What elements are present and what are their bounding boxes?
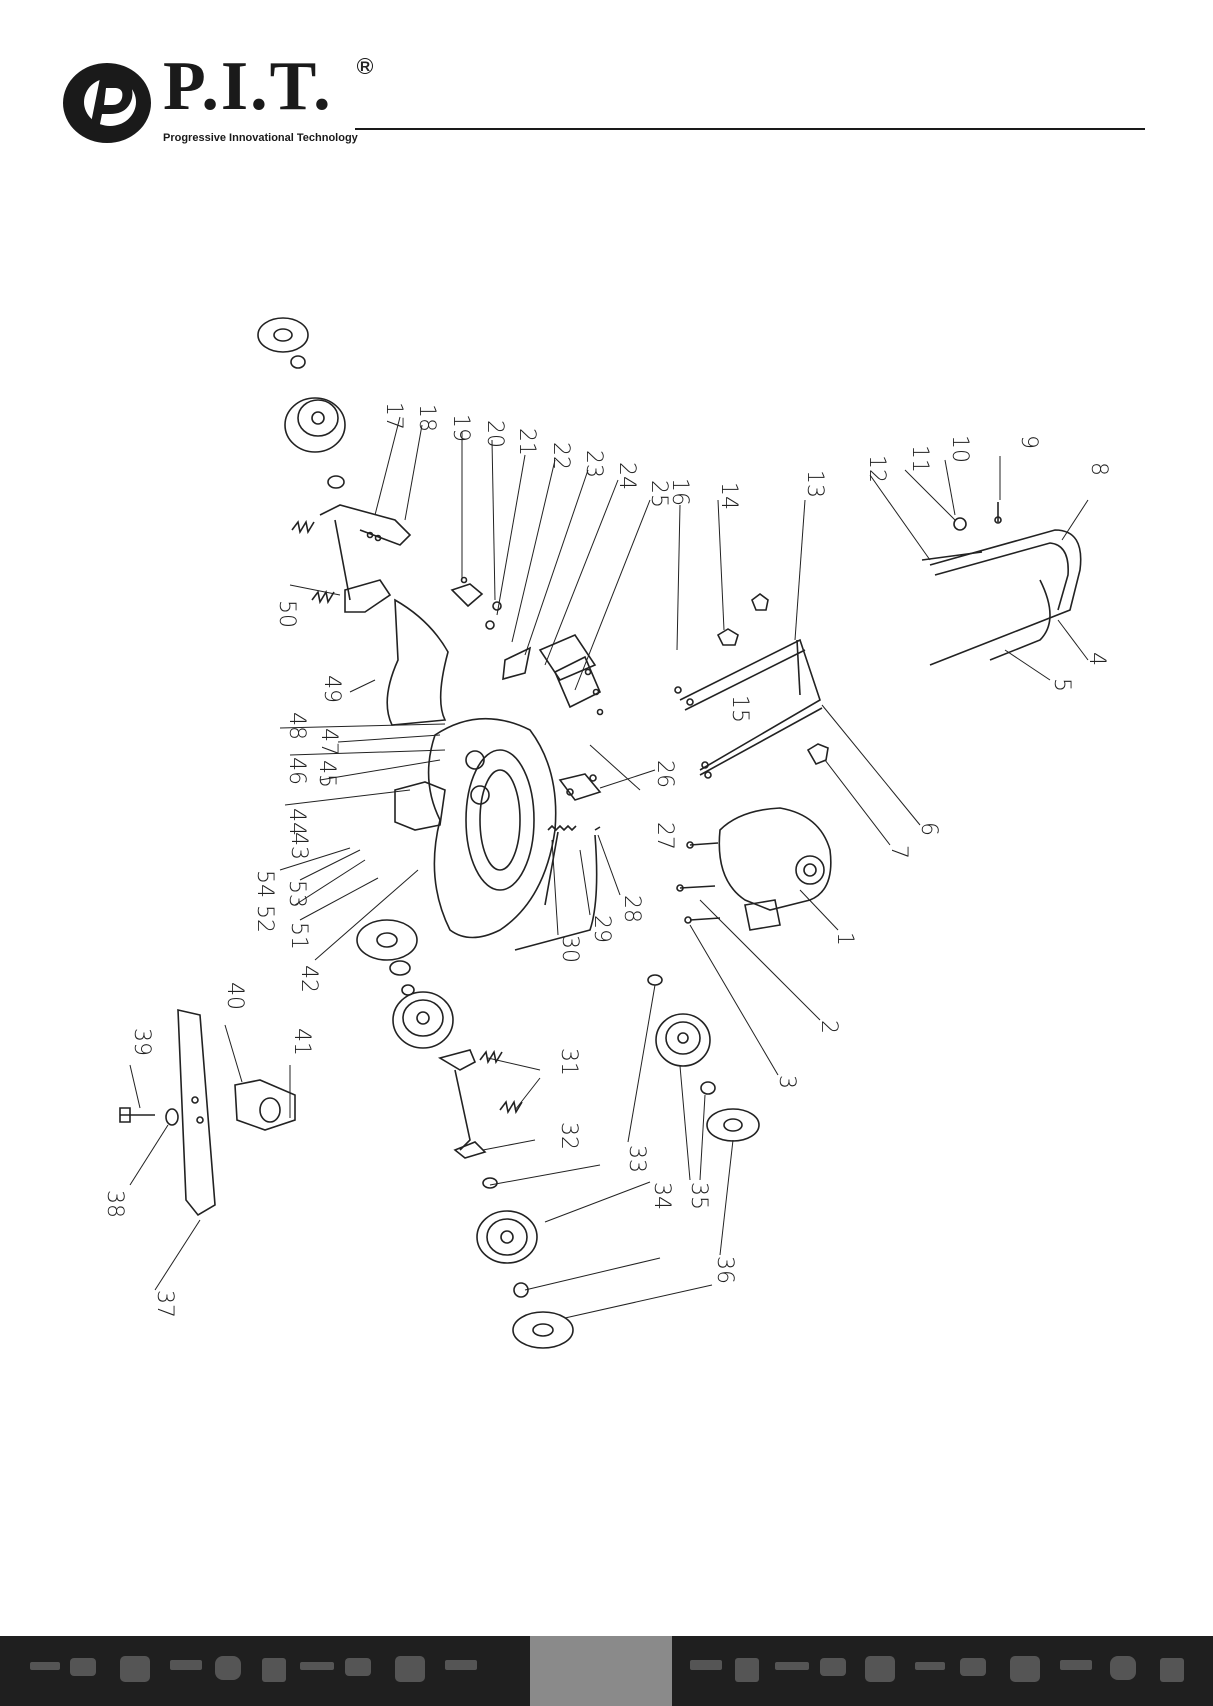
part-label: 26 (652, 760, 677, 788)
page-footer (0, 1636, 1213, 1706)
part-label: 6 (916, 822, 941, 836)
part-label: 42 (296, 965, 321, 993)
part-label: 25 (646, 480, 671, 508)
blade-drawing (119, 1008, 296, 1217)
page-header: P.I.T. R Progressive Innovational Techno… (0, 0, 1213, 160)
front-axle-drawing (437, 1049, 523, 1159)
brand-name: P.I.T. (163, 48, 333, 125)
brand-tagline: Progressive Innovational Technology (163, 132, 358, 144)
rear-flap-drawing (394, 781, 446, 831)
page-number-box (530, 1636, 672, 1706)
part-label: 15 (727, 695, 752, 723)
bottom-wheel-drawing (476, 1177, 574, 1349)
part-label: 35 (686, 1182, 711, 1210)
washer-drawing (647, 974, 663, 986)
part-label: 16 (667, 478, 692, 506)
part-label: 34 (649, 1182, 674, 1210)
part-label: 54 (252, 870, 277, 898)
part-label: 47 (316, 728, 341, 756)
part-label: 11 (907, 445, 932, 473)
lower-handle-drawing (674, 638, 823, 779)
part-label: 3 (774, 1075, 799, 1089)
leader-lines (129, 416, 1089, 1319)
part-label: 10 (947, 435, 972, 463)
front-wheel-drawing (356, 919, 454, 1049)
small-fasteners-drawing (450, 576, 604, 716)
grass-chute-drawing (386, 598, 449, 726)
registered-mark: R (357, 58, 373, 74)
part-label: 40 (222, 982, 247, 1010)
handle-knob-drawing (806, 743, 829, 766)
part-label: 28 (619, 895, 644, 923)
part-label: 37 (152, 1290, 177, 1318)
header-divider (355, 128, 1145, 130)
tool-icons-strip-icon (30, 1656, 1184, 1682)
part-label: 46 (284, 757, 309, 785)
part-label: 5 (1049, 678, 1074, 692)
part-label: 44 (284, 808, 309, 836)
part-label: 48 (284, 712, 309, 740)
part-label: 20 (482, 420, 507, 448)
right-wheel-drawing (655, 1013, 760, 1142)
part-label: 23 (581, 450, 606, 478)
part-label: 24 (614, 462, 639, 490)
part-label: 7 (886, 845, 911, 859)
rear-wheel-drawing (284, 397, 346, 489)
part-number-labels: 1 2 3 4 5 6 7 8 9 10 11 12 13 14 15 16 1… (102, 402, 1111, 1318)
part-label: 41 (289, 1028, 314, 1056)
part-label: 43 (286, 832, 311, 860)
part-label: 17 (381, 402, 406, 430)
part-label: 32 (556, 1122, 581, 1150)
upper-handle-drawing (921, 502, 1082, 666)
height-adjust-lever-drawing (291, 504, 412, 613)
part-label: 21 (514, 428, 539, 456)
part-label: 30 (557, 935, 582, 963)
part-label: 29 (589, 915, 614, 943)
part-label: 13 (802, 470, 827, 498)
part-label: 31 (556, 1048, 581, 1076)
part-label: 9 (1016, 435, 1041, 449)
rear-wheel-cap-drawing (257, 317, 309, 369)
part-label: 4 (1084, 652, 1109, 666)
mower-deck-drawing (427, 717, 557, 939)
engine-drawing (676, 807, 832, 931)
part-label: 45 (314, 760, 339, 788)
part-label: 51 (286, 922, 311, 950)
part-label: 27 (652, 822, 677, 850)
part-label: 22 (548, 442, 573, 470)
part-label: 2 (816, 1020, 841, 1034)
part-label: 33 (624, 1145, 649, 1173)
part-label: 52 (252, 905, 277, 933)
part-label: 53 (284, 880, 309, 908)
star-knob-drawing (751, 593, 769, 611)
pit-logo-icon (63, 63, 151, 143)
nut-drawing (716, 628, 739, 646)
rear-bracket-drawing (558, 773, 602, 801)
part-label: 50 (274, 600, 299, 628)
part-label: 36 (712, 1256, 737, 1284)
part-label: 1 (832, 932, 857, 946)
part-label: 49 (319, 675, 344, 703)
part-label: 18 (414, 404, 439, 432)
part-label: 38 (102, 1190, 127, 1218)
part-label: 14 (716, 482, 741, 510)
part-label: 12 (864, 455, 889, 483)
part-label: 39 (129, 1028, 154, 1056)
part-label: 8 (1086, 462, 1111, 476)
part-label: 19 (448, 414, 473, 442)
spring-cable-drawing (514, 824, 601, 951)
